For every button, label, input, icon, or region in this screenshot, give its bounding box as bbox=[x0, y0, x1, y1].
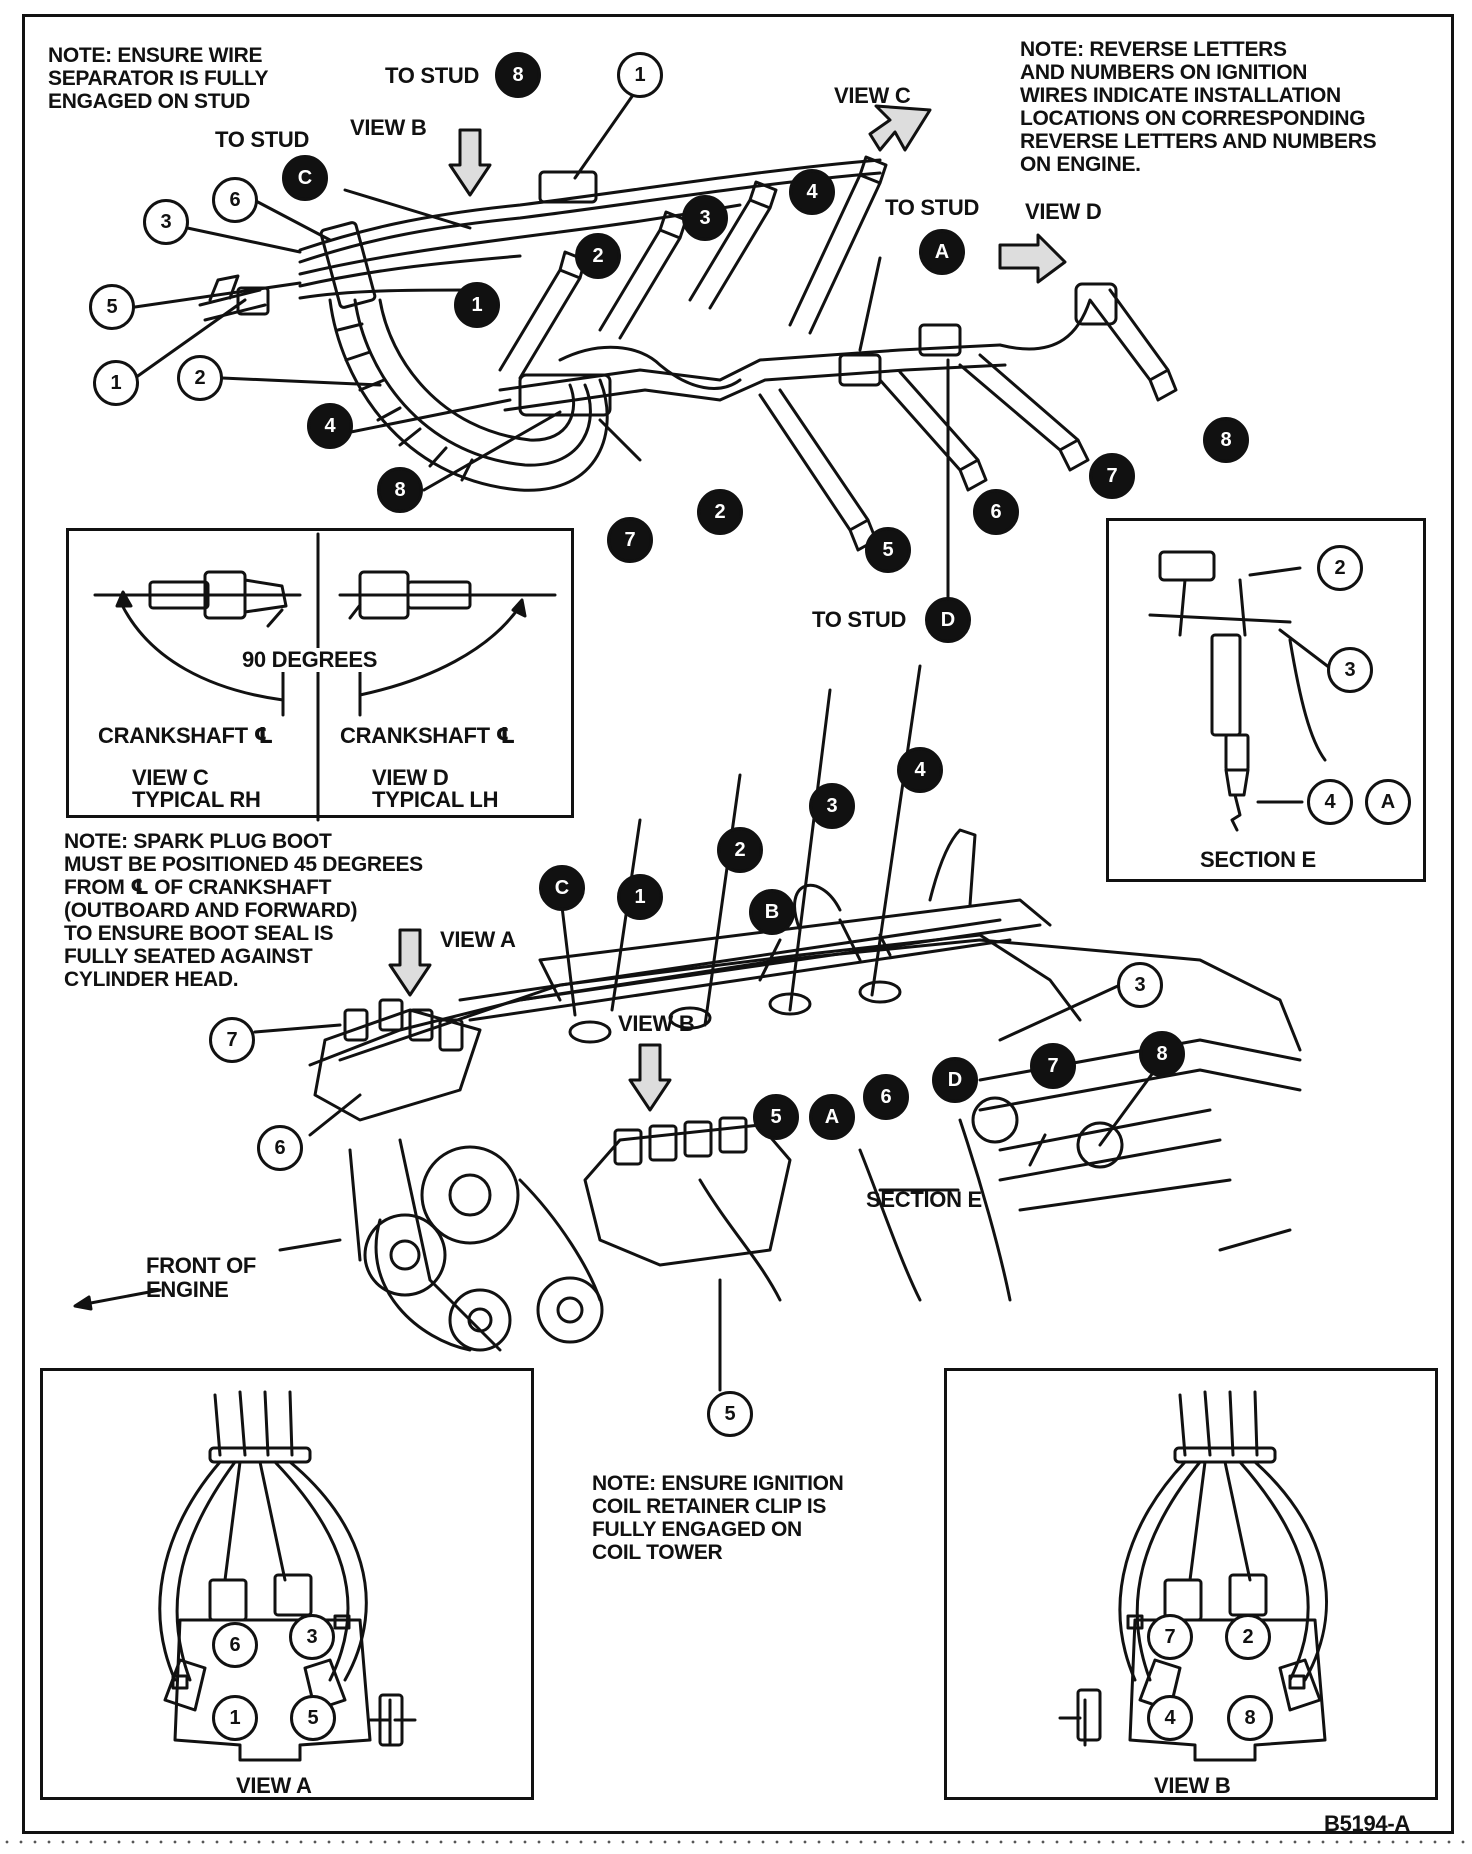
callout-engine-stud-b: B bbox=[749, 889, 795, 935]
to-stud-label-8: TO STUD bbox=[385, 63, 480, 88]
callout-engine-1: 1 bbox=[617, 874, 663, 920]
callout-engine-stud-d: D bbox=[932, 1057, 978, 1103]
view-a-coil-3: 3 bbox=[289, 1614, 335, 1660]
callout-top-plug-5: 5 bbox=[865, 527, 911, 573]
note-spark-plug-boot: NOTE: SPARK PLUG BOOT MUST BE POSITIONED… bbox=[64, 830, 423, 991]
callout-top-coil-7: 7 bbox=[607, 517, 653, 563]
callout-engine-stud-a: A bbox=[809, 1094, 855, 1140]
engine-drawing bbox=[73, 664, 1302, 1392]
section-e-caption: SECTION E bbox=[1200, 847, 1316, 872]
callout-top-plug-1: 1 bbox=[454, 282, 500, 328]
callout-engine-3-right: 3 bbox=[1117, 962, 1163, 1008]
callout-engine-4: 4 bbox=[897, 747, 943, 793]
view-b-coil-2: 2 bbox=[1225, 1614, 1271, 1660]
view-a-coil-1: 1 bbox=[212, 1695, 258, 1741]
callout-top-stud-c: C bbox=[282, 155, 328, 201]
dotted-border-strip bbox=[0, 1838, 1472, 1846]
callout-section-e-2: 2 bbox=[1317, 545, 1363, 591]
callout-top-5: 5 bbox=[89, 284, 135, 330]
callout-top-coil-2: 2 bbox=[697, 489, 743, 535]
section-e-label-engine: SECTION E bbox=[866, 1187, 982, 1212]
diagram-frame bbox=[22, 14, 1454, 1834]
callout-top-1: 1 bbox=[617, 52, 663, 98]
to-stud-label-d: TO STUD bbox=[812, 607, 907, 632]
callout-engine-stud-c: C bbox=[539, 865, 585, 911]
view-b-coil-7: 7 bbox=[1147, 1614, 1193, 1660]
callout-top-plug-6: 6 bbox=[973, 489, 1019, 535]
view-b-label-engine: VIEW B bbox=[618, 1011, 695, 1036]
callout-engine-6-right: 6 bbox=[863, 1074, 909, 1120]
to-stud-label-a: TO STUD bbox=[885, 195, 980, 220]
view-a-caption: VIEW A bbox=[236, 1773, 312, 1798]
top-wire-harness bbox=[133, 83, 1178, 612]
view-c-caption-2: TYPICAL RH bbox=[132, 787, 261, 812]
callout-top-plug-8: 8 bbox=[1203, 417, 1249, 463]
note-wire-separator: NOTE: ENSURE WIRE SEPARATOR IS FULLY ENG… bbox=[48, 44, 269, 113]
view-a-coil-5: 5 bbox=[290, 1695, 336, 1741]
crankshaft-label-c: CRANKSHAFT ℄ bbox=[98, 723, 273, 748]
view-a-coil-6: 6 bbox=[212, 1622, 258, 1668]
view-b-coil-4: 4 bbox=[1147, 1695, 1193, 1741]
view-b-label-top: VIEW B bbox=[350, 115, 427, 140]
view-a-inset bbox=[158, 1390, 417, 1762]
callout-top-plug-7: 7 bbox=[1089, 453, 1135, 499]
callout-top-6: 6 bbox=[212, 177, 258, 223]
front-of-engine-label-2: ENGINE bbox=[146, 1277, 229, 1302]
callout-top-3: 3 bbox=[143, 199, 189, 245]
section-e-box bbox=[1106, 518, 1426, 882]
view-b-box bbox=[944, 1368, 1438, 1800]
callout-engine-8: 8 bbox=[1139, 1031, 1185, 1077]
callout-engine-coil-5: 5 bbox=[707, 1391, 753, 1437]
view-c-d-box bbox=[66, 528, 574, 818]
callout-top-stud-a: A bbox=[919, 229, 965, 275]
note-reverse-letters: NOTE: REVERSE LETTERS AND NUMBERS ON IGN… bbox=[1020, 38, 1377, 176]
callout-section-e-4: 4 bbox=[1307, 779, 1353, 825]
crankshaft-label-d: CRANKSHAFT ℄ bbox=[340, 723, 515, 748]
view-a-label-engine: VIEW A bbox=[440, 927, 516, 952]
view-b-caption: VIEW B bbox=[1154, 1773, 1231, 1798]
callout-top-coil-8: 8 bbox=[377, 467, 423, 513]
callout-top-plug-3: 3 bbox=[682, 195, 728, 241]
view-b-coil-8: 8 bbox=[1227, 1695, 1273, 1741]
view-d-caption-1: VIEW D bbox=[372, 765, 449, 790]
callout-top-2: 2 bbox=[177, 355, 223, 401]
to-stud-label-c: TO STUD bbox=[215, 127, 310, 152]
front-of-engine-label-1: FRONT OF bbox=[146, 1253, 257, 1278]
figure-id: B5194-A bbox=[1324, 1811, 1410, 1836]
callout-engine-6: 6 bbox=[257, 1125, 303, 1171]
section-e-inset bbox=[1148, 550, 1332, 832]
view-c-view-d-inset bbox=[93, 532, 557, 822]
view-b-inset bbox=[1058, 1390, 1328, 1762]
callout-engine-5: 5 bbox=[753, 1094, 799, 1140]
callout-top-coil-4: 4 bbox=[307, 403, 353, 449]
callout-engine-7-right: 7 bbox=[1030, 1043, 1076, 1089]
ninety-degrees-label: 90 DEGREES bbox=[240, 647, 380, 672]
view-d-label-top: VIEW D bbox=[1025, 199, 1102, 224]
callout-section-e-a: A bbox=[1365, 779, 1411, 825]
callout-engine-7: 7 bbox=[209, 1017, 255, 1063]
callout-top-stud-d: D bbox=[925, 597, 971, 643]
note-coil-retainer: NOTE: ENSURE IGNITION COIL RETAINER CLIP… bbox=[592, 1472, 844, 1564]
callout-top-stud-8: 8 bbox=[495, 52, 541, 98]
callout-top-plug-2: 2 bbox=[575, 233, 621, 279]
callout-engine-2: 2 bbox=[717, 827, 763, 873]
view-c-caption-1: VIEW C bbox=[132, 765, 209, 790]
callout-top-1-left: 1 bbox=[93, 360, 139, 406]
callout-engine-3: 3 bbox=[809, 783, 855, 829]
view-d-caption-2: TYPICAL LH bbox=[372, 787, 499, 812]
callout-section-e-3: 3 bbox=[1327, 647, 1373, 693]
view-a-box bbox=[40, 1368, 534, 1800]
view-c-label-top: VIEW C bbox=[834, 83, 911, 108]
callout-top-plug-4: 4 bbox=[789, 169, 835, 215]
